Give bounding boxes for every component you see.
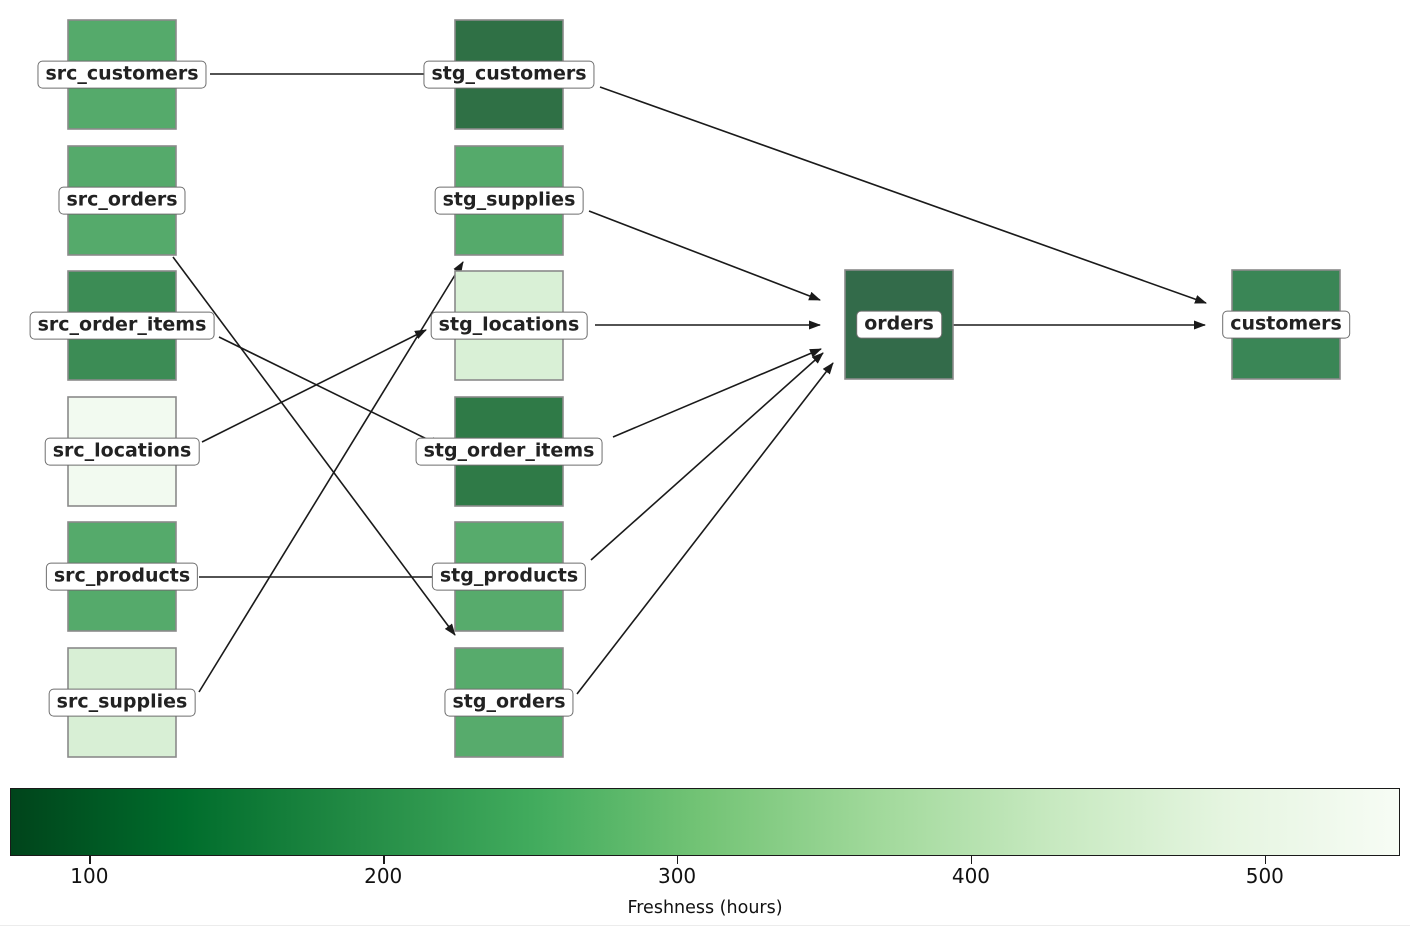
node-label-stg_customers: stg_customers xyxy=(423,60,595,89)
node-label-src_customers: src_customers xyxy=(37,60,207,89)
colorbar-ticklabel-500: 500 xyxy=(1245,864,1284,888)
edge-stg_orders-to-orders xyxy=(576,362,834,695)
colorbar-tick-500 xyxy=(1264,856,1267,864)
colorbar-tick-200 xyxy=(383,856,385,864)
colorbar-gradient xyxy=(10,788,1400,856)
edges-layer xyxy=(172,73,1207,695)
node-label-src_order_items: src_order_items xyxy=(29,311,215,340)
edge-stg_products-to-orders xyxy=(590,352,824,561)
node-label-stg_orders: stg_orders xyxy=(444,688,574,717)
node-label-orders: orders xyxy=(856,310,942,339)
colorbar-tick-300 xyxy=(677,856,679,864)
colorbar-ticklabel-200: 200 xyxy=(364,864,403,888)
colorbar-ticklabel-400: 400 xyxy=(951,864,991,888)
node-label-src_supplies: src_supplies xyxy=(48,688,196,717)
edge-src_orders-to-stg_orders xyxy=(172,256,456,636)
graph-canvas xyxy=(67,19,1341,758)
node-label-src_locations: src_locations xyxy=(44,437,200,466)
colorbar-ticklabel-100: 100 xyxy=(70,864,109,888)
node-label-src_orders: src_orders xyxy=(58,186,186,215)
node-label-stg_supplies: stg_supplies xyxy=(434,186,584,215)
edge-src_order_items-to-stg_order_items xyxy=(218,336,442,447)
edge-stg_customers-to-customers xyxy=(599,86,1207,304)
edge-src_supplies-to-stg_supplies xyxy=(198,261,464,693)
colorbar-axis-label: Freshness (hours) xyxy=(627,898,783,918)
edge-stg_order_items-to-orders xyxy=(612,348,822,438)
edge-stg_supplies-to-orders xyxy=(588,210,821,301)
edge-src_locations-to-stg_locations xyxy=(201,329,427,443)
node-label-stg_products: stg_products xyxy=(431,562,587,591)
node-label-src_products: src_products xyxy=(45,562,199,591)
node-label-customers: customers xyxy=(1222,310,1350,339)
colorbar-ticklabel-300: 300 xyxy=(657,864,697,888)
colorbar-tick-100 xyxy=(89,856,91,864)
colorbar-tick-400 xyxy=(970,856,973,864)
nodes-layer xyxy=(67,19,1341,758)
node-label-stg_locations: stg_locations xyxy=(430,311,588,340)
node-label-stg_order_items: stg_order_items xyxy=(415,437,603,466)
